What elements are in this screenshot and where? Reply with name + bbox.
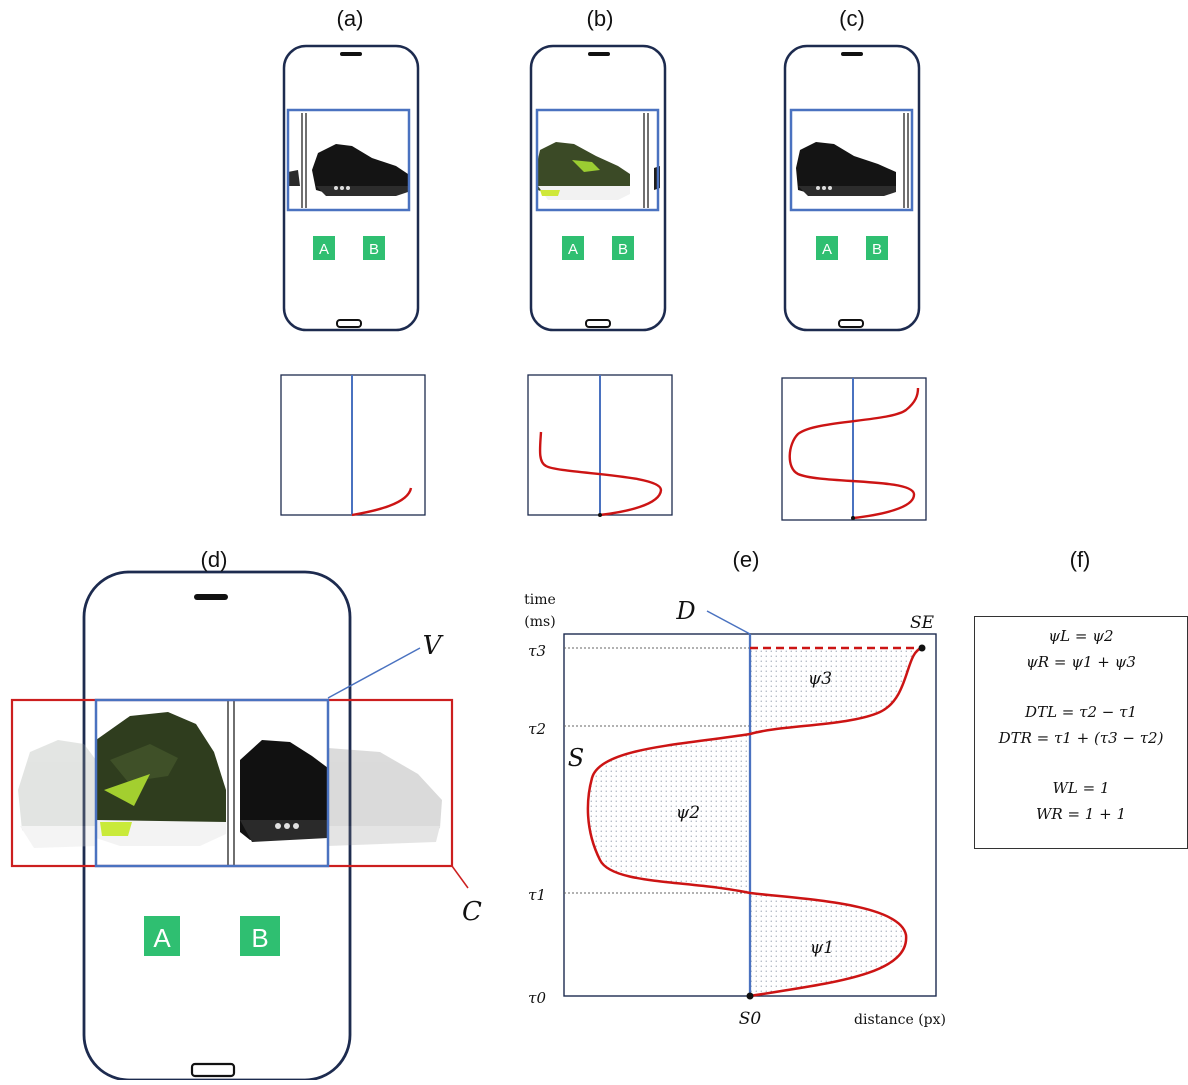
trajectory-c [788, 387, 920, 520]
panel-label-c: (c) [839, 6, 865, 31]
phone-a: A B [282, 44, 420, 332]
tick-tau3: τ3 [528, 642, 546, 660]
phone-d-home-button[interactable] [190, 1062, 236, 1078]
button-b-b[interactable] [612, 236, 634, 260]
button-b-b-label: B [618, 241, 628, 258]
start-label: S0 [739, 1009, 762, 1029]
phone-c: A B [783, 44, 921, 332]
viewport-a [286, 108, 411, 212]
tick-tau0: τ0 [528, 989, 546, 1007]
button-b-d[interactable] [240, 916, 280, 956]
region-label-psi2: ψ2 [676, 803, 700, 823]
button-a-b[interactable] [562, 236, 584, 260]
threshold-callout-line [706, 610, 751, 635]
trajectory-chart: D S ψ3 ψ2 ψ1 time (ms) τ3 τ2 τ1 τ0 S0 SE… [524, 592, 946, 1029]
shoe-partial-left-a [288, 170, 300, 186]
phone-b-speaker [588, 52, 610, 56]
black-shoe-a [312, 144, 408, 196]
start-point [746, 992, 754, 1000]
formula-psi-r: ψR = ψ1 + ψ3 [1026, 653, 1136, 671]
green-shoe-b [536, 142, 630, 200]
viewport-c [789, 108, 914, 212]
y-axis-label-line1: time [524, 592, 556, 608]
phone-c-home-button[interactable] [838, 319, 864, 328]
button-b-d-label: B [251, 923, 268, 953]
button-a-d-label: A [153, 923, 171, 953]
button-a-c-label: A [822, 241, 832, 258]
black-shoe-d [240, 740, 328, 842]
button-b-a-label: B [369, 241, 379, 258]
button-b-c[interactable] [866, 236, 888, 260]
viewport-box [94, 698, 330, 868]
trajectory-b [538, 431, 663, 517]
phone-a-home-button[interactable] [336, 319, 362, 328]
viewport-label: V [423, 631, 444, 661]
tick-tau1: τ1 [528, 886, 546, 904]
region-psi2 [587, 734, 750, 893]
carousel-callout-line [451, 865, 469, 889]
panel-label-a: (a) [336, 6, 364, 31]
mini-plot-a [280, 374, 426, 517]
faded-shoe-left [18, 740, 96, 848]
region-psi3 [750, 648, 922, 734]
panel-label-e: (e) [732, 547, 760, 572]
mini-plot-b [527, 374, 673, 517]
green-shoe-d [96, 712, 226, 846]
phone-b-home-button[interactable] [585, 319, 611, 328]
tick-tau2: τ2 [528, 720, 546, 738]
formula-w-r: WR = 1 + 1 [1035, 805, 1126, 823]
button-b-c-label: B [872, 241, 882, 258]
button-a-a[interactable] [313, 236, 335, 260]
phone-d: V C A B [10, 570, 482, 1082]
trajectory-a [351, 487, 413, 517]
end-point [918, 644, 926, 652]
panel-label-b: (b) [586, 6, 614, 31]
formula-dt-r: DTR = τ1 + (τ3 − τ2) [998, 729, 1164, 747]
curve-label-s: S [568, 744, 584, 772]
panel-label-d: (d) [200, 547, 228, 572]
phone-a-speaker [340, 52, 362, 56]
formula-psi-l: ψL = ψ2 [1048, 627, 1114, 645]
formula-w-l: WL = 1 [1052, 779, 1110, 797]
region-label-psi3: ψ3 [808, 669, 832, 689]
black-shoe-c [796, 142, 896, 196]
formula-box: ψL = ψ2 ψR = ψ1 + ψ3 DTL = τ2 − τ1 DTR =… [974, 616, 1188, 849]
phone-d-speaker [194, 594, 228, 600]
mini-plot-c [781, 377, 927, 521]
panel-label-f: (f) [1069, 547, 1091, 572]
button-a-b-label: A [568, 241, 578, 258]
phone-b: A B [529, 44, 667, 332]
formula-dt-l: DTL = τ2 − τ1 [1025, 703, 1137, 721]
viewport-callout-line [327, 647, 421, 699]
faded-shoe-right [328, 748, 442, 846]
button-a-d[interactable] [144, 916, 180, 956]
y-axis-label-line2: (ms) [524, 614, 555, 630]
button-a-a-label: A [319, 241, 329, 258]
button-b-a[interactable] [363, 236, 385, 260]
end-label: SE [910, 613, 935, 633]
x-axis-label: distance (px) [854, 1012, 946, 1028]
trajectory-curve-s [586, 646, 923, 998]
carousel-label: C [462, 897, 482, 927]
threshold-label: D [675, 597, 695, 625]
region-label-psi1: ψ1 [810, 938, 834, 958]
button-a-c[interactable] [816, 236, 838, 260]
viewport-b [535, 108, 660, 212]
phone-c-speaker [841, 52, 863, 56]
region-psi1 [750, 893, 907, 996]
